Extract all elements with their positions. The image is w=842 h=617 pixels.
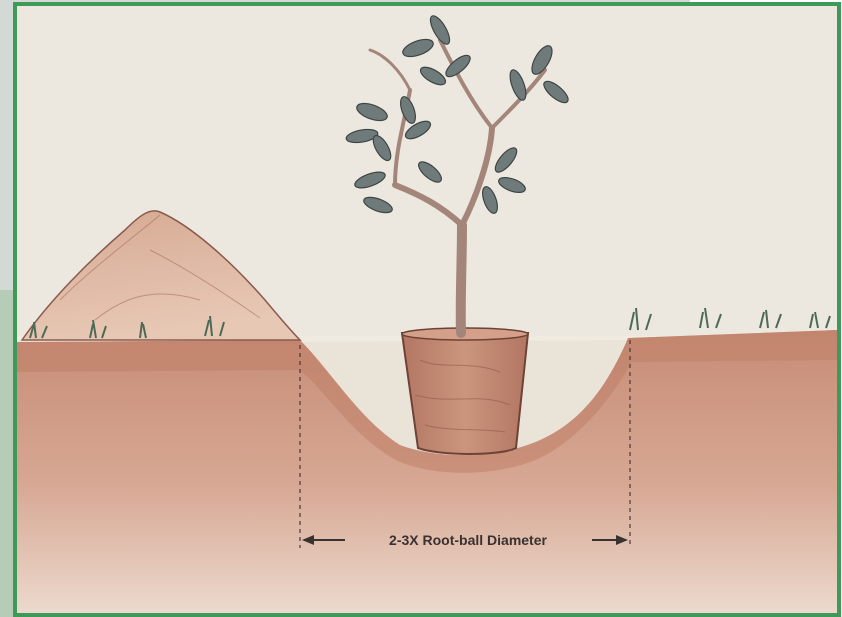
- measure-label: 2-3X Root-ball Diameter: [389, 532, 547, 548]
- root-ball: [402, 333, 528, 454]
